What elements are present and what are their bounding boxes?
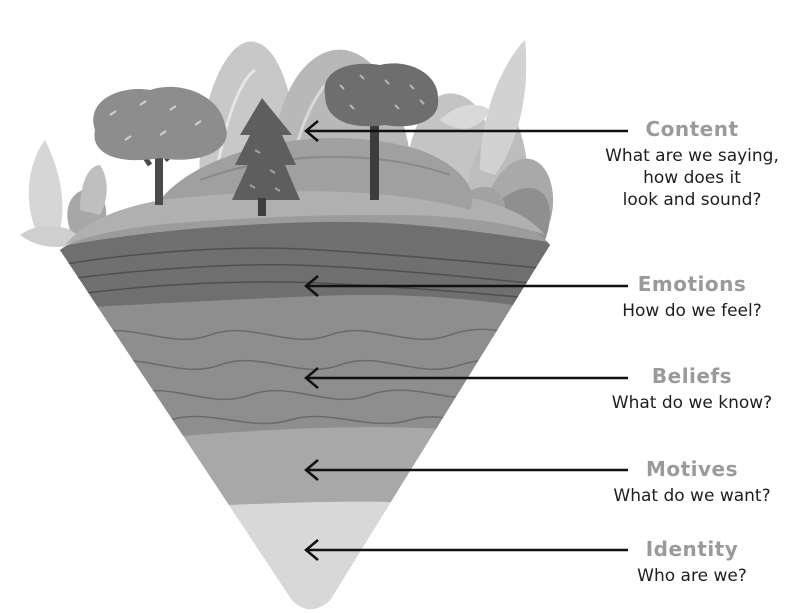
label-emotions: Emotions How do we feel?: [592, 272, 792, 322]
arrow-emotions: [304, 275, 628, 297]
label-motives-line-1: What do we want?: [613, 486, 771, 506]
label-beliefs: Beliefs What do we know?: [592, 364, 792, 414]
label-content: Content What are we saying, how does it …: [592, 117, 792, 211]
label-identity-line-1: Who are we?: [637, 566, 747, 586]
label-content-title: Content: [645, 117, 739, 141]
arrow-identity: [304, 539, 628, 561]
label-motives: Motives What do we want?: [592, 457, 792, 507]
tree-pine: [232, 98, 300, 216]
arrow-beliefs: [304, 367, 628, 389]
label-content-line-3: look and sound?: [622, 190, 762, 210]
tree-left: [93, 86, 227, 205]
arrow-motives: [304, 459, 628, 481]
tree-right: [324, 63, 439, 200]
label-identity-title: Identity: [645, 537, 739, 561]
label-content-line-1: What are we saying,: [605, 146, 779, 166]
label-content-line-2: how does it: [643, 168, 741, 188]
arrow-content: [304, 120, 628, 142]
label-emotions-title: Emotions: [637, 272, 747, 296]
label-beliefs-title: Beliefs: [651, 364, 733, 388]
label-emotions-line-1: How do we feel?: [622, 301, 762, 321]
label-beliefs-line-1: What do we know?: [611, 393, 773, 413]
label-motives-title: Motives: [645, 457, 739, 481]
label-identity: Identity Who are we?: [592, 537, 792, 587]
